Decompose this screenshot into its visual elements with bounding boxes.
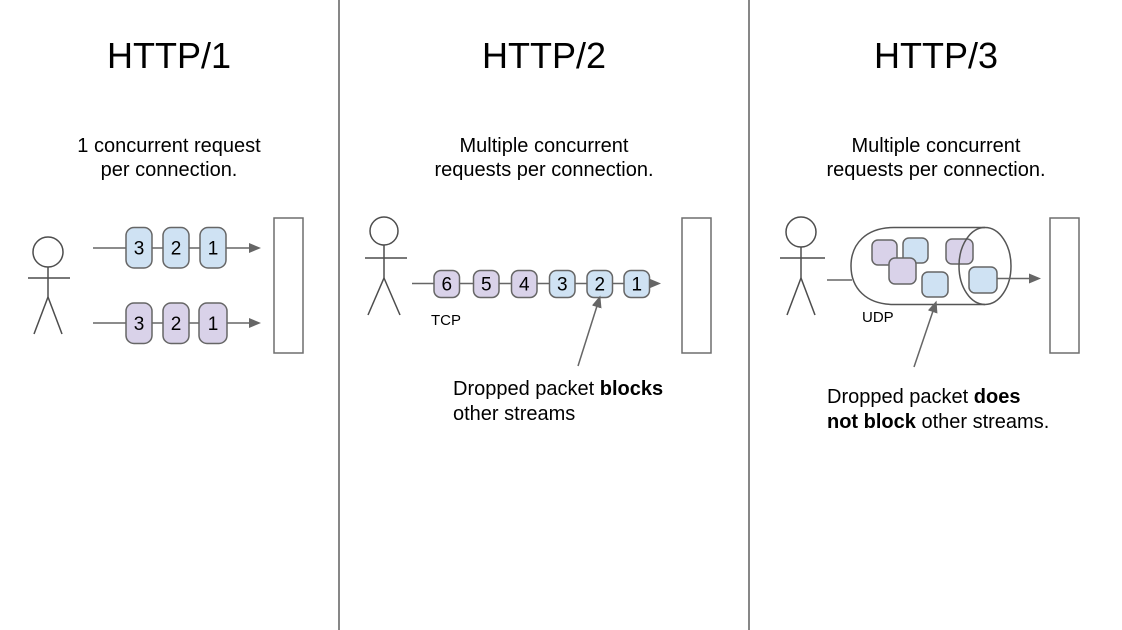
note-bold-text: does — [973, 386, 1021, 408]
packet-label: 4 — [519, 275, 530, 296]
stick-figure-head — [785, 216, 817, 248]
http2-dropped-packet-note: Dropped packet blocks other streams — [453, 377, 713, 427]
panel-divider-2 — [748, 0, 750, 630]
packet-box — [888, 257, 917, 285]
packet-box — [968, 266, 998, 294]
note-text: other streams — [453, 403, 576, 425]
http3-dropped-packet-arrow — [913, 300, 938, 368]
packet-label: 1 — [208, 314, 219, 335]
http2-title: HTTP/2 — [481, 35, 606, 76]
note-bold-text: blocks — [599, 378, 664, 400]
stick-figure-right-leg — [383, 277, 401, 316]
http2-subtitle-line1: Multiple concurrent — [459, 135, 629, 157]
note-text: Dropped packet — [453, 378, 600, 400]
http3-stick-figure — [780, 216, 825, 316]
http1-stick-figure — [28, 236, 70, 335]
packet-label: 3 — [557, 275, 568, 296]
packet-box — [623, 269, 651, 299]
stick-figure-head — [369, 216, 399, 246]
packet-box — [472, 269, 500, 299]
packet-label: 3 — [134, 239, 145, 260]
http1-subtitle-line2: per connection. — [100, 159, 238, 181]
udp-label: UDP — [862, 309, 894, 326]
stick-figure-left-leg — [33, 296, 49, 335]
stick-figure-right-leg — [800, 277, 816, 316]
http2-dropped-packet-arrow — [577, 295, 602, 367]
http2-subtitle-line2: requests per connection. — [434, 159, 654, 181]
http2-diagram: 6 5 4 3 2 1 TCP — [365, 216, 712, 367]
connection-tube — [850, 226, 985, 306]
packet-label: 2 — [171, 239, 182, 260]
packet-box — [199, 226, 227, 269]
http2-server-box — [681, 217, 712, 354]
packet-label: 2 — [595, 275, 606, 296]
packet-label: 2 — [171, 314, 182, 335]
note-text: other streams. — [915, 411, 1050, 433]
http3-subtitle-line1: Multiple concurrent — [851, 135, 1021, 157]
packet-box — [510, 269, 538, 299]
packet-label: 1 — [632, 275, 643, 296]
packet-box — [433, 269, 461, 299]
tcp-label: TCP — [431, 312, 461, 329]
packet-box — [125, 302, 153, 345]
packet-box — [921, 271, 949, 298]
http3-title: HTTP/3 — [873, 35, 998, 76]
stick-figure-head — [32, 236, 64, 268]
note-text: Dropped packet — [827, 386, 974, 408]
packet-label: 1 — [208, 239, 219, 260]
stick-figure-left-leg — [367, 277, 385, 316]
packet-box — [125, 226, 153, 269]
packet-label: 3 — [134, 314, 145, 335]
note-bold-text: not block — [827, 411, 916, 433]
packet-box — [162, 226, 190, 269]
tube-end-ellipse — [958, 226, 1012, 306]
http1-server-box — [273, 217, 304, 354]
packet-label: 6 — [442, 275, 453, 296]
http2-stick-figure — [365, 216, 407, 316]
packet-box — [871, 239, 898, 266]
packet-box — [162, 302, 190, 345]
panel-divider-1 — [338, 0, 340, 630]
http1-title: HTTP/1 — [106, 35, 231, 76]
http3-server-box — [1049, 217, 1080, 354]
http3-diagram: UDP — [780, 216, 1080, 368]
packet-label: 5 — [481, 275, 492, 296]
http1-subtitle-line1: 1 concurrent request — [77, 135, 261, 157]
http3-dropped-packet-note: Dropped packet does not block other strea… — [827, 385, 1087, 435]
packet-box — [198, 302, 228, 345]
stick-figure-left-leg — [786, 277, 802, 316]
http1-diagram: 3 2 1 3 2 1 — [28, 217, 304, 354]
stick-figure-right-leg — [47, 296, 63, 335]
packet-box — [548, 269, 576, 299]
http3-subtitle-line2: requests per connection. — [826, 159, 1046, 181]
